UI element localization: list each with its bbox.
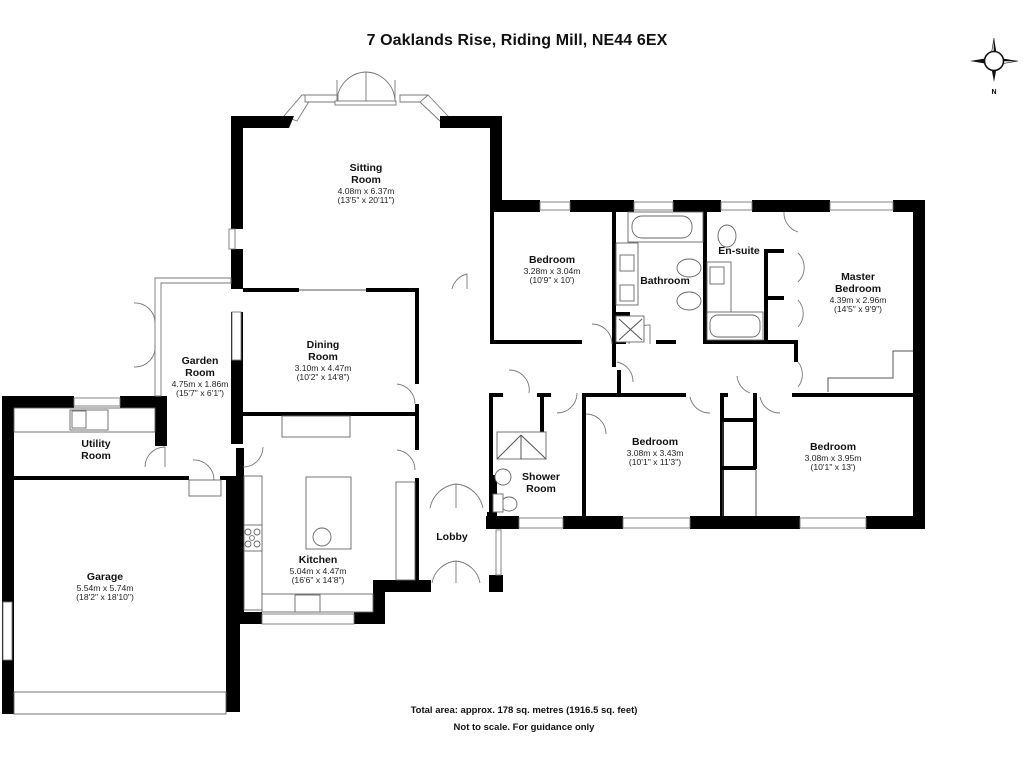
room-shower-room: Shower Room: [522, 471, 560, 496]
room-name: Bedroom: [809, 441, 857, 453]
room-imperial: (14'5" x 9'9"): [833, 304, 883, 315]
room-imperial: (16'6" x 14'8"): [291, 575, 345, 586]
room-imperial: (18'2" x 18'10"): [76, 592, 134, 603]
room-metric: 4.08m x 6.37m: [337, 185, 395, 196]
room-utility-room: Utility Room: [81, 438, 111, 463]
doors: [133, 211, 805, 584]
room-name: Sitting: [349, 162, 383, 174]
room-metric: 5.04m x 4.47m: [289, 565, 347, 576]
room-metric: 4.75m x 1.86m: [171, 378, 229, 389]
room-name: Garage: [86, 571, 124, 583]
room-metric: 3.08m x 3.95m: [804, 452, 862, 463]
room-name: Dining: [306, 339, 340, 351]
north-label: N: [991, 89, 996, 96]
room-name: Garden: [181, 355, 219, 367]
room-imperial: (13'5" x 20'11"): [337, 195, 395, 206]
room-bedroom-2: Bedroom 3.28m x 3.04m (10'9" x 10'): [523, 254, 581, 286]
room-name: Room: [308, 350, 338, 363]
room-name: Shower: [522, 471, 560, 483]
room-name: Room: [351, 173, 381, 186]
room-name: Master: [841, 271, 875, 283]
room-lobby: Lobby: [436, 531, 468, 544]
room-metric: 3.10m x 4.47m: [294, 362, 352, 373]
room-name: Room: [81, 449, 111, 462]
room-master-bedroom: Master Bedroom 4.39m x 2.96m (14'5" x 9'…: [829, 271, 887, 315]
compass-rose-icon: N: [970, 37, 1019, 96]
room-bedroom-4: Bedroom 3.08m x 3.95m (10'1" x 13'): [804, 441, 862, 473]
room-en-suite: En-suite: [718, 245, 760, 258]
room-name: Bedroom: [631, 436, 679, 448]
compass: N: [968, 36, 1020, 96]
windows: [2, 201, 894, 661]
total-area-note: Total area: approx. 178 sq. metres (1916…: [410, 705, 638, 716]
room-name: Room: [185, 366, 215, 379]
room-metric: 3.28m x 3.04m: [523, 265, 581, 276]
room-garden-room: Garden Room 4.75m x 1.86m (15'7" x 6'1"): [171, 355, 229, 399]
room-name: Bedroom: [528, 254, 576, 266]
sitting-room-bay-window: [283, 71, 449, 122]
room-name: En-suite: [718, 245, 760, 257]
room-sitting-room: Sitting Room 4.08m x 6.37m (13'5" x 20'1…: [337, 162, 395, 206]
disclaimer-note: Not to scale. For guidance only: [453, 722, 595, 733]
room-name: Lobby: [436, 531, 468, 543]
room-name: Room: [526, 482, 556, 495]
room-metric: 4.39m x 2.96m: [829, 294, 887, 305]
room-kitchen: Kitchen 5.04m x 4.47m (16'6" x 14'8"): [289, 554, 347, 586]
room-metric: 3.08m x 3.43m: [626, 447, 684, 458]
room-bathroom: Bathroom: [640, 275, 690, 288]
room-imperial: (10'1" x 11'3"): [628, 457, 682, 468]
room-name: Bathroom: [640, 275, 690, 287]
room-imperial: (15'7" x 6'1"): [175, 388, 225, 399]
room-garage: Garage 5.54m x 5.74m (18'2" x 18'10"): [76, 571, 134, 603]
fixtures: [13, 211, 913, 715]
room-name: Kitchen: [298, 554, 338, 566]
page-title: 7 Oaklands Rise, Riding Mill, NE44 6EX: [366, 32, 668, 49]
room-name: Bedroom: [834, 282, 882, 295]
room-name: Utility: [81, 438, 111, 450]
room-imperial: (10'1" x 13'): [810, 462, 856, 473]
room-metric: 5.54m x 5.74m: [76, 582, 134, 593]
room-bedroom-3: Bedroom 3.08m x 3.43m (10'1" x 11'3"): [626, 436, 684, 468]
room-dining-room: Dining Room 3.10m x 4.47m (10'2" x 14'8"…: [294, 339, 352, 383]
room-imperial: (10'2" x 14'8"): [296, 372, 350, 383]
room-imperial: (10'9" x 10'): [529, 275, 575, 286]
